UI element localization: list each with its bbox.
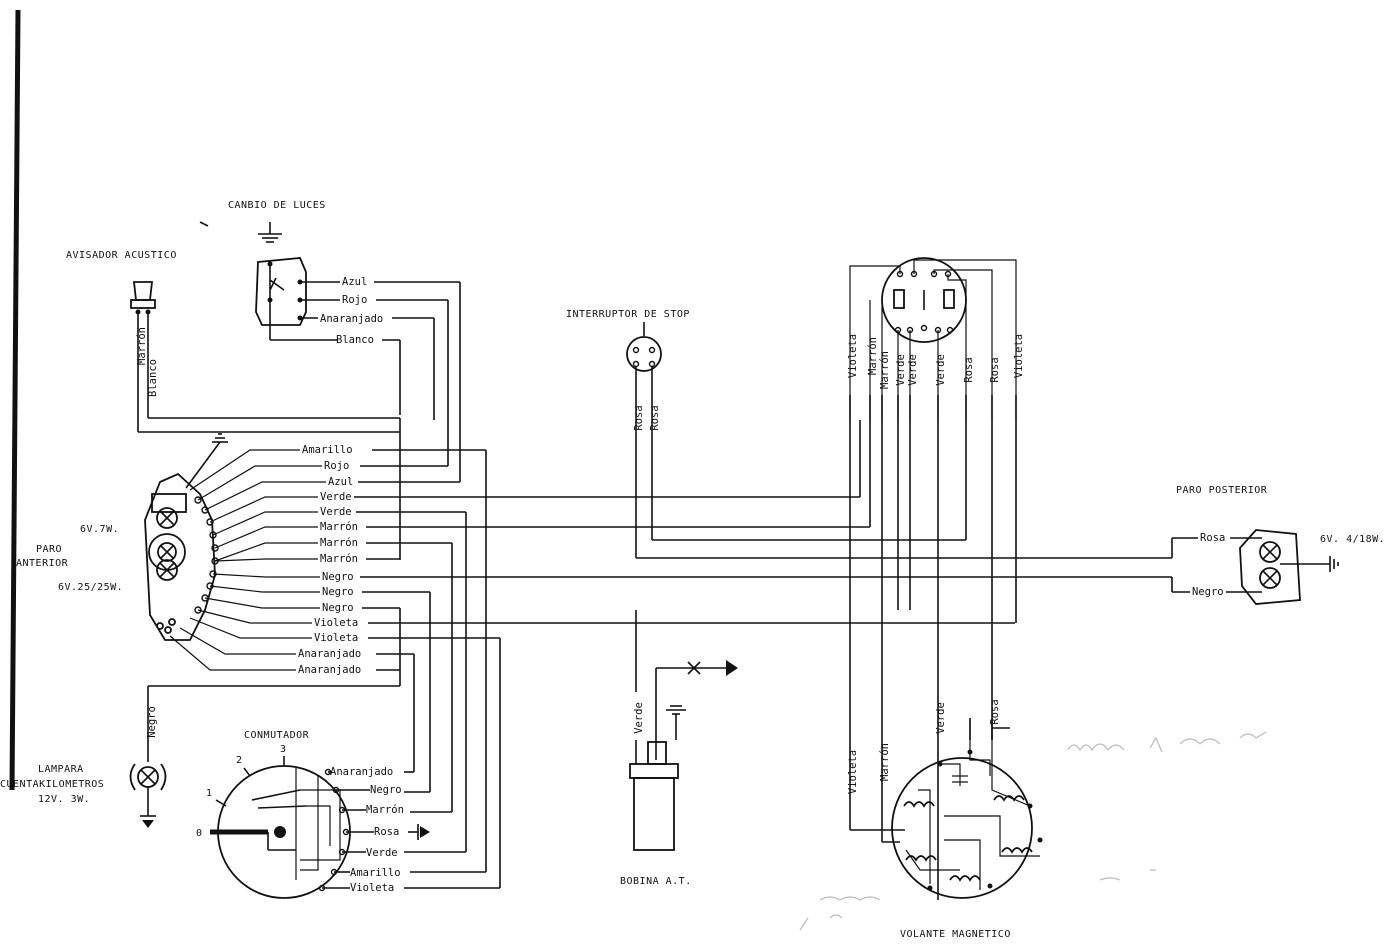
wire-label: Verde	[633, 702, 645, 734]
conmutador-position-1: 1	[206, 788, 213, 799]
wire-label: Anaranjado	[320, 313, 383, 325]
wire-label: Marrón	[320, 553, 358, 565]
wire-label: Amarillo	[350, 867, 401, 879]
wire-label: Verde	[907, 354, 919, 386]
wire-label: Negro	[1192, 586, 1224, 598]
wire-label: Rosa	[633, 405, 645, 430]
paro-anterior-title-2: ANTERIOR	[16, 558, 69, 569]
wire-label: Negro	[370, 784, 402, 796]
paro-posterior: PARO POSTERIOR 6V. 4/18W. Rosa Negro	[1171, 485, 1385, 605]
conmutador-position-3: 3	[280, 744, 287, 755]
wire-label: Rojo	[342, 294, 367, 306]
wire-label: Rosa	[989, 699, 1001, 724]
lampara-title-1: LAMPARA	[38, 764, 84, 775]
wire-label: Verde	[895, 354, 907, 386]
wire-label: Violeta	[847, 334, 859, 378]
canbio-title: CANBIO DE LUCES	[228, 200, 326, 211]
paro-anterior-title-1: PARO	[36, 544, 62, 555]
wire-label: Negro	[322, 571, 354, 583]
wire-label: Marrón	[879, 743, 891, 781]
paro-anterior-spec-2: 6V.25/25W.	[58, 582, 123, 593]
bobina-at: BOBINA A.T. Verde	[620, 610, 738, 887]
conmutador-position-2: 2	[236, 755, 243, 766]
wire-label: Rosa	[989, 357, 1001, 382]
page-edge-line	[9, 9, 21, 791]
wire-label: Anaranjado	[298, 664, 361, 676]
wire-label: Rosa	[649, 405, 661, 430]
wire-label: Amarillo	[302, 444, 353, 456]
bobina-title: BOBINA A.T.	[620, 876, 692, 887]
paro-posterior-title: PARO POSTERIOR	[1176, 485, 1268, 496]
avisador-title: AVISADOR ACUSTICO	[66, 250, 177, 261]
wire-label: Verde	[935, 702, 947, 734]
wire-label: Verde	[366, 847, 398, 859]
stop-title: INTERRUPTOR DE STOP	[566, 309, 690, 320]
wire-label: Blanco	[147, 359, 159, 397]
lampara-cuentakilometros: LAMPARA CUENTAKILOMETROS 12V. 3W. Negro	[0, 685, 400, 828]
wire-label: Marrón	[136, 327, 148, 365]
wire-label: Anaranjado	[298, 648, 361, 660]
wire-label: Verde	[320, 491, 352, 503]
lampara-title-2: CUENTAKILOMETROS	[0, 779, 104, 790]
wire-label: Verde	[320, 506, 352, 518]
conmutador: CONMUTADOR 0 1 2 3 Anaranjado N	[196, 730, 500, 899]
wire-label: Marrón	[320, 521, 358, 533]
paro-anterior: PARO ANTERIOR 6V.7W. 6V.25/25W.	[16, 433, 1172, 888]
wire-label: Azul	[342, 276, 367, 288]
wire-label: Negro	[322, 586, 354, 598]
volante-title: VOLANTE MAGNETICO	[900, 929, 1011, 940]
conmutador-position-0: 0	[196, 828, 203, 839]
wire-label: Rojo	[324, 460, 349, 472]
lampara-spec: 12V. 3W.	[38, 794, 90, 805]
wire-label: Violeta	[847, 750, 859, 794]
wire-label: Blanco	[336, 334, 374, 346]
wire-label: Negro	[322, 602, 354, 614]
wire-label: Marrón	[366, 804, 404, 816]
wire-label: Violeta	[314, 632, 358, 644]
paro-anterior-spec-1: 6V.7W.	[80, 524, 119, 535]
paro-posterior-spec: 6V. 4/18W.	[1320, 534, 1385, 545]
wire-label: Azul	[328, 476, 353, 488]
avisador-acustico: AVISADOR ACUSTICO Marrón Blanco	[66, 250, 401, 560]
wire-label: Rosa	[374, 826, 399, 838]
wire-label: Anaranjado	[330, 766, 393, 778]
handwriting-marks	[799, 731, 1267, 931]
conmutador-title: CONMUTADOR	[244, 730, 310, 741]
wire-label: Violeta	[1013, 334, 1025, 378]
wire-label: Violeta	[350, 882, 394, 894]
wire-label: Verde	[935, 354, 947, 386]
wire-label: Rosa	[963, 357, 975, 382]
wire-label: Marrón	[879, 351, 891, 389]
interruptor-de-stop: INTERRUPTOR DE STOP Rosa Rosa	[566, 309, 1172, 559]
wire-label: Rosa	[1200, 532, 1225, 544]
canbio-de-luces: CANBIO DE LUCES Azul Rojo Anaranjado Bla…	[228, 200, 461, 482]
volante-magnetico: VOLANTE MAGNETICO Violeta Marrón Verde R…	[847, 699, 1043, 940]
volante-connector: Violeta Marrón Marrón Verde Verde Verde …	[847, 257, 1025, 842]
tick-mark	[199, 221, 209, 227]
wire-label: Marrón	[320, 537, 358, 549]
wire-label: Violeta	[314, 617, 358, 629]
wire-label: Negro	[146, 706, 158, 738]
wire-label: Marrón	[867, 337, 879, 375]
